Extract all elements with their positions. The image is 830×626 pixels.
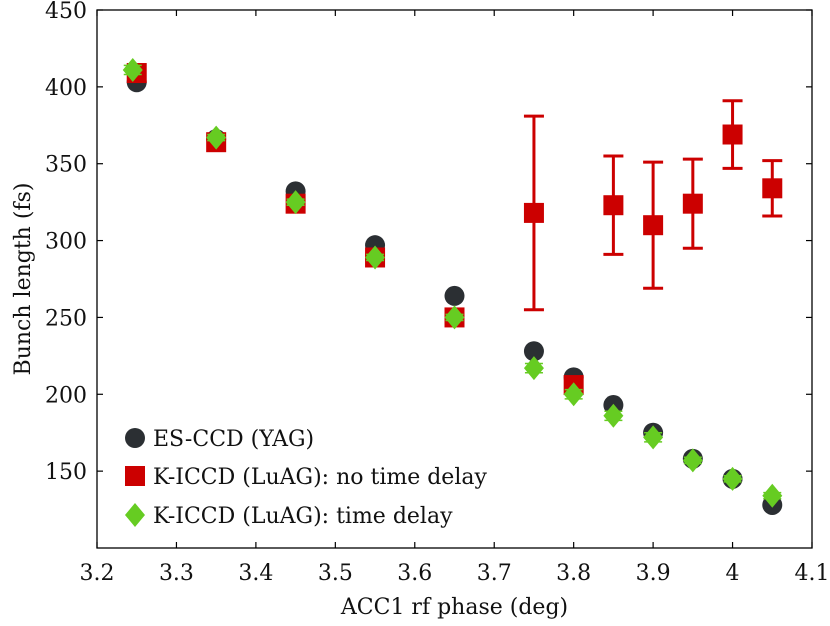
x-tick-label: 3.9	[636, 561, 671, 586]
x-tick-label: 3.7	[477, 561, 512, 586]
y-tick-label: 250	[45, 306, 87, 331]
series-k-iccd-delay	[122, 57, 783, 508]
x-tick-label: 3.2	[80, 561, 115, 586]
es-ccd-point	[523, 341, 544, 362]
x-tick-label: 4	[726, 561, 740, 586]
legend-item-es-ccd: ES-CCD (YAG)	[125, 427, 314, 452]
legend-marker-square	[125, 466, 145, 486]
k-iccd-delay-point	[603, 403, 624, 428]
legend-label-k-iccd-delay: K-ICCD (LuAG): time delay	[153, 504, 453, 529]
k-iccd-delay-point	[762, 483, 783, 508]
y-tick-label: 450	[45, 0, 87, 24]
k-iccd-delay-point	[122, 57, 143, 82]
k-iccd-delay-point	[285, 190, 306, 215]
x-tick-label: 3.4	[238, 561, 273, 586]
series-k-iccd-no-delay	[126, 63, 783, 396]
legend: ES-CCD (YAG) K-ICCD (LuAG): no time dela…	[125, 427, 487, 529]
x-tick-label: 3.3	[159, 561, 194, 586]
k-iccd-delay-point	[643, 425, 664, 450]
y-tick-label: 400	[45, 76, 87, 101]
k-iccd-no-delay-point	[762, 178, 783, 199]
k-iccd-delay-point	[365, 245, 386, 270]
x-axis-label: ACC1 rf phase (deg)	[340, 595, 568, 620]
x-tick-label: 3.5	[318, 561, 353, 586]
legend-label-es-ccd: ES-CCD (YAG)	[153, 427, 314, 452]
k-iccd-no-delay-point	[682, 193, 703, 214]
es-ccd-point	[444, 285, 465, 306]
x-tick-label: 4.1	[795, 561, 830, 586]
ticks	[96, 9, 813, 548]
k-iccd-delay-point	[523, 356, 544, 381]
y-tick-label: 300	[45, 230, 87, 255]
tick-labels: 3.2 3.3 3.4 3.5 3.6 3.7 3.8 3.9 4 4.1 150 200 250 300…	[45, 0, 830, 586]
k-iccd-no-delay-point	[643, 215, 664, 236]
k-iccd-no-delay-point	[603, 195, 624, 216]
series-layer	[122, 57, 783, 515]
y-tick-label: 350	[45, 153, 87, 178]
k-iccd-delay-point	[682, 448, 703, 473]
k-iccd-delay-point	[206, 125, 227, 150]
plot-frame	[96, 9, 813, 549]
k-iccd-no-delay-point	[722, 124, 743, 145]
legend-label-k-iccd-no-delay: K-ICCD (LuAG): no time delay	[153, 465, 487, 490]
x-tick-label: 3.8	[556, 561, 591, 586]
k-iccd-delay-point	[563, 382, 584, 407]
k-iccd-no-delay-point	[523, 202, 544, 223]
k-iccd-delay-point	[722, 466, 743, 491]
y-tick-label: 150	[45, 460, 87, 485]
y-axis-label: Bunch length (fs)	[11, 183, 36, 376]
legend-item-k-iccd-no-delay: K-ICCD (LuAG): no time delay	[125, 465, 487, 490]
legend-marker-diamond	[125, 503, 145, 527]
k-iccd-delay-point	[444, 305, 465, 330]
y-tick-label: 200	[45, 383, 87, 408]
x-tick-label: 3.6	[397, 561, 432, 586]
legend-marker-circle	[125, 428, 145, 448]
legend-item-k-iccd-delay: K-ICCD (LuAG): time delay	[125, 503, 453, 529]
